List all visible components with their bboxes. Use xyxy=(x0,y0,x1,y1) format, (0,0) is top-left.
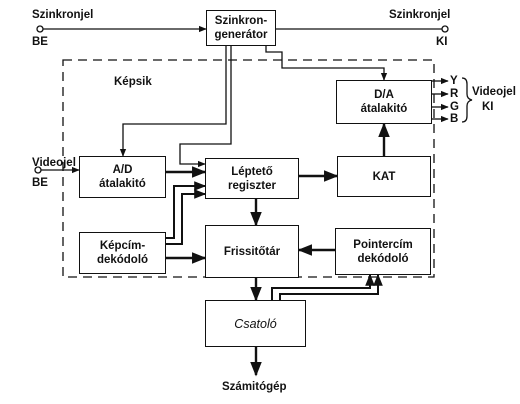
ad-converter-block: A/D átalakitó xyxy=(79,156,166,198)
out-r-label: R xyxy=(450,88,459,100)
sync-in-dir-label: BE xyxy=(32,36,48,48)
video-in-dir-label: BE xyxy=(32,177,48,189)
decoder-to-shift-b xyxy=(166,189,207,245)
video-out-dir-label: KI xyxy=(482,101,494,113)
refresh-memory-block: Frissitőtár xyxy=(205,225,299,278)
sync-out-label: Szinkronjel xyxy=(389,9,451,21)
sync-in-label: Szinkronjel xyxy=(32,9,94,21)
da-converter-text: D/A átalakitó xyxy=(360,89,408,115)
sync-out-terminal xyxy=(441,25,449,33)
kat-text: KAT xyxy=(372,170,396,183)
interface-block: Csatoló xyxy=(205,300,306,347)
out-y-label: Y xyxy=(450,75,458,87)
out-g-label: G xyxy=(450,101,459,113)
shift-register-block: Léptető regiszter xyxy=(205,158,299,199)
kat-block: KAT xyxy=(337,156,431,197)
video-in-label: Videojel xyxy=(32,157,76,169)
computer-label: Számitógép xyxy=(222,381,287,393)
ad-converter-text: A/D átalakitó xyxy=(99,164,146,190)
kepsik-label: Képsik xyxy=(114,76,152,88)
shift-register-text: Léptető regiszter xyxy=(228,165,276,192)
sync-generator-block: Szinkron- generátor xyxy=(206,10,276,46)
da-converter-block: D/A átalakitó xyxy=(336,80,432,124)
address-decoder-text: Képcím- dekódoló xyxy=(96,240,149,266)
refresh-memory-text: Frissitőtár xyxy=(223,245,281,258)
sync-to-da xyxy=(265,46,388,81)
pointer-decoder-text: Pointercím dekódoló xyxy=(353,238,413,265)
interface-text: Csatoló xyxy=(234,316,277,331)
interface-to-pointer-b xyxy=(279,273,383,300)
out-b-label: B xyxy=(450,113,459,125)
sync-to-shift xyxy=(179,46,232,168)
address-decoder-block: Képcím- dekódoló xyxy=(79,232,166,274)
pointer-decoder-block: Pointercím dekódoló xyxy=(335,228,431,275)
sync-generator-text: Szinkron- generátor xyxy=(214,15,268,41)
decoder-to-shift-a xyxy=(166,181,207,239)
video-out-label: Videojel xyxy=(472,86,516,98)
sync-in-terminal xyxy=(36,25,44,33)
output-brace xyxy=(461,77,473,123)
interface-to-pointer-a xyxy=(271,273,375,300)
sync-to-ad xyxy=(119,46,227,157)
sync-out-dir-label: KI xyxy=(436,36,448,48)
